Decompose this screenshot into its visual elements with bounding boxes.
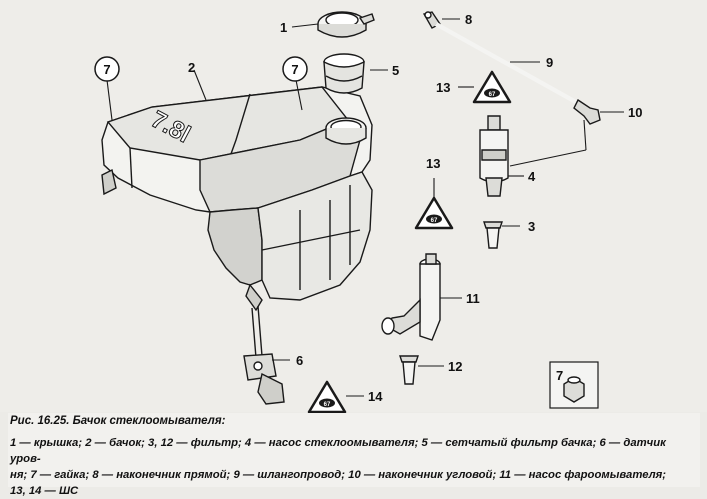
callout-11: 11 — [466, 291, 480, 306]
torque-triangle-upper: 67 — [472, 70, 512, 104]
tank-strainer — [323, 53, 365, 94]
washer-tank: 7.8l — [101, 86, 373, 312]
callout-5: 5 — [392, 63, 399, 78]
callout-9: 9 — [546, 55, 553, 70]
leader-lines — [106, 18, 624, 397]
callout-14: 14 — [368, 389, 383, 404]
callout-13-upper: 13 — [436, 80, 450, 95]
svg-text:67: 67 — [431, 218, 438, 224]
svg-text:7: 7 — [103, 62, 110, 77]
windshield-washer-pump — [479, 115, 509, 197]
circled-callout-7-inset: 7 — [556, 368, 563, 383]
callout-1: 1 — [280, 20, 287, 35]
svg-text:67: 67 — [489, 92, 496, 98]
caption-legend: 1 — крышка; 2 — бачок; 3, 12 — фильтр; 4… — [10, 435, 698, 499]
callout-3: 3 — [528, 219, 535, 234]
nut-inset-box — [549, 361, 599, 409]
callout-13-lower: 13 — [426, 156, 440, 171]
svg-text:7: 7 — [291, 62, 298, 77]
hose-line — [434, 22, 585, 108]
caption-line-2: ня; 7 — гайка; 8 — наконечник прямой; 9 … — [10, 469, 667, 481]
torque-triangle-middle: 67 — [414, 196, 454, 230]
callout-10: 10 — [628, 105, 642, 120]
caption-line-1: 1 — крышка; 2 — бачок; 3, 12 — фильтр; 4… — [10, 437, 666, 465]
circled-callout-7-left: 7 — [94, 56, 120, 82]
headlight-washer-pump — [381, 253, 441, 341]
circled-callout-7-middle: 7 — [282, 56, 308, 82]
callout-6: 6 — [296, 353, 303, 368]
svg-text:67: 67 — [324, 402, 331, 408]
callout-2: 2 — [188, 60, 195, 75]
callout-12: 12 — [448, 359, 462, 374]
callout-labels: 1 2 3 4 5 6 8 9 10 11 12 13 13 14 — [188, 12, 642, 404]
torque-triangle-lower: 67 — [307, 380, 347, 414]
caption-line-3: 13, 14 — ШС — [10, 485, 79, 497]
svg-text:7: 7 — [556, 368, 563, 383]
callout-4: 4 — [528, 169, 536, 184]
angle-nozzle — [573, 98, 601, 125]
figure-caption: Рис. 16.25. Бачок стеклоомывателя: 1 — к… — [8, 413, 700, 497]
pump-filter — [483, 221, 503, 249]
headlight-pump-filter — [399, 355, 419, 385]
tank-cap — [317, 11, 375, 38]
level-sensor — [243, 305, 285, 405]
caption-title: Рис. 16.25. Бачок стеклоомывателя: — [10, 415, 226, 427]
callout-8: 8 — [465, 12, 472, 27]
